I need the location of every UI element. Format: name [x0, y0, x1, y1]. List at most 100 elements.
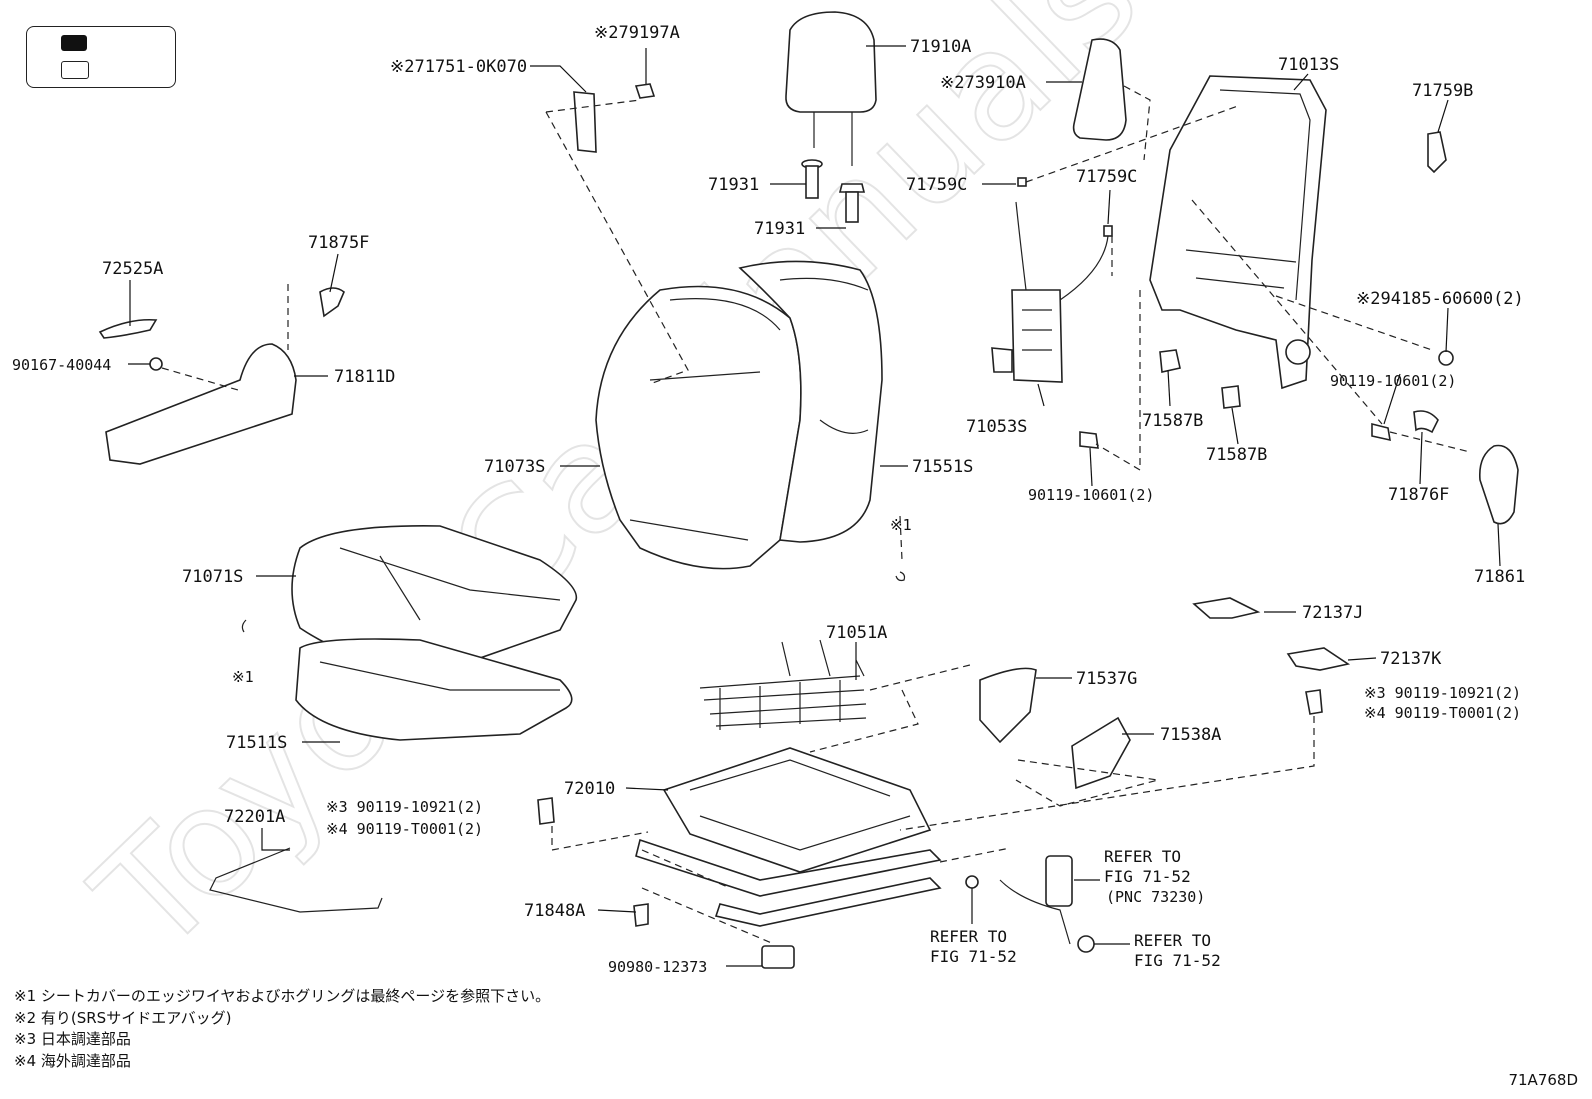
- cover-71876F[interactable]: [1413, 410, 1439, 434]
- headrest-71910A[interactable]: [785, 11, 877, 166]
- hog-ring-71551S: [895, 571, 906, 582]
- seatback-frame-71013S[interactable]: [1149, 75, 1327, 390]
- legend-filled-marker: [61, 35, 87, 51]
- label-72137J[interactable]: 72137J: [1302, 603, 1363, 623]
- label-90119-10601-center[interactable]: 90119-10601(2): [1028, 486, 1154, 504]
- label-71910A[interactable]: 71910A: [910, 37, 971, 57]
- cover-71538A[interactable]: [1071, 716, 1131, 790]
- label-71931-a[interactable]: 71931: [708, 175, 759, 195]
- bolt-71848A[interactable]: [633, 903, 649, 927]
- part-labels: ※279197A ※271751-0K070 71910A ※273910A 7…: [12, 23, 1525, 976]
- refer-2-line1[interactable]: REFER TO: [930, 927, 1007, 946]
- refer-3-line1[interactable]: REFER TO: [1134, 931, 1211, 950]
- bolt-90119-10601-right[interactable]: [1371, 422, 1391, 442]
- seatback-cover-71073S[interactable]: [595, 285, 802, 570]
- shield-71811D[interactable]: [105, 343, 297, 465]
- cover-71875F[interactable]: [319, 287, 345, 318]
- label-73910A[interactable]: ※273910A: [940, 73, 1026, 93]
- label-71759C-b[interactable]: 71759C: [1076, 167, 1137, 187]
- label-71587B-b[interactable]: 71587B: [1206, 445, 1267, 465]
- clip-71587B-b[interactable]: [1221, 385, 1241, 409]
- label-71861[interactable]: 71861: [1474, 567, 1525, 587]
- hog-ring-71071S: [241, 619, 247, 633]
- headrest-support-71931-a[interactable]: [801, 159, 823, 199]
- label-90119-T0001-right[interactable]: ※4 90119-T0001(2): [1364, 704, 1521, 722]
- clip-71759C-a[interactable]: [1017, 177, 1027, 187]
- footnote-3: ※3 日本調達部品: [14, 1030, 131, 1048]
- refer-1-line1[interactable]: REFER TO: [1104, 847, 1181, 866]
- screw-90167[interactable]: [149, 357, 163, 371]
- label-90980-12373[interactable]: 90980-12373: [608, 958, 707, 976]
- clip-71587B-a[interactable]: [1159, 349, 1181, 373]
- label-72137K[interactable]: 72137K: [1380, 649, 1442, 669]
- seatback-pad-71551S[interactable]: [738, 260, 883, 543]
- label-90119-10601-right[interactable]: 90119-10601(2): [1330, 372, 1456, 390]
- label-90119-10921-left[interactable]: ※3 90119-10921(2): [326, 798, 483, 816]
- clip-71759B[interactable]: [1427, 131, 1447, 174]
- label-71587B-a[interactable]: 71587B: [1142, 411, 1203, 431]
- airbag-bracket-71751[interactable]: [573, 91, 597, 153]
- label-71751-0K070[interactable]: ※271751-0K070: [390, 57, 527, 77]
- assembly-lines: [161, 85, 1471, 945]
- bolt-90119-10921-right[interactable]: [1305, 689, 1323, 715]
- label-72201A[interactable]: 72201A: [224, 807, 285, 827]
- bolt-90119-10921-left[interactable]: [537, 797, 555, 825]
- cushion-pad-71511S[interactable]: [295, 638, 573, 741]
- refer-2-line2[interactable]: FIG 71-52: [930, 947, 1017, 966]
- airbag-73910A[interactable]: [1072, 38, 1127, 141]
- label-72010[interactable]: 72010: [564, 779, 615, 799]
- footnote-4: ※4 海外調達部品: [14, 1051, 131, 1070]
- cover-90980-12373[interactable]: [761, 945, 795, 969]
- cover-72137K[interactable]: [1286, 647, 1351, 671]
- label-71538A[interactable]: 71538A: [1160, 725, 1221, 745]
- trim-72525A[interactable]: [98, 318, 158, 339]
- label-71759C-a[interactable]: 71759C: [906, 175, 967, 195]
- cover-72137J[interactable]: [1192, 597, 1261, 619]
- cover-71861[interactable]: [1478, 444, 1519, 525]
- cover-71537G[interactable]: [979, 667, 1037, 744]
- label-71759B[interactable]: 71759B: [1412, 81, 1473, 101]
- refer-1-line2[interactable]: FIG 71-52: [1104, 867, 1191, 886]
- label-72525A[interactable]: 72525A: [102, 259, 163, 279]
- label-71811D[interactable]: 71811D: [334, 367, 395, 387]
- bolt-90119-10601-center[interactable]: [1079, 431, 1099, 449]
- leader-lines: [128, 45, 1501, 967]
- label-71073S[interactable]: 71073S: [484, 457, 545, 477]
- legend-empty-marker: [61, 61, 89, 79]
- washer-refer-fig[interactable]: [965, 875, 979, 889]
- label-94185-60600[interactable]: ※294185-60600(2): [1356, 289, 1524, 309]
- label-71551S[interactable]: 71551S: [912, 457, 973, 477]
- label-79197A[interactable]: ※279197A: [594, 23, 680, 43]
- label-90119-T0001-left[interactable]: ※4 90119-T0001(2): [326, 820, 483, 838]
- legend-box: [26, 26, 176, 88]
- label-71537G[interactable]: 71537G: [1076, 669, 1137, 689]
- label-71931-b[interactable]: 71931: [754, 219, 805, 239]
- label-71053S[interactable]: 71053S: [966, 417, 1027, 437]
- label-71511S[interactable]: 71511S: [226, 733, 287, 753]
- clip-71759C-b[interactable]: [1103, 225, 1113, 237]
- label-71876F[interactable]: 71876F: [1388, 485, 1449, 505]
- label-note1-b: ※1: [232, 668, 254, 686]
- footnote-2: ※2 有り(SRSサイドエアバッグ): [14, 1008, 232, 1027]
- wire-72201A[interactable]: [209, 847, 383, 913]
- label-71051A[interactable]: 71051A: [826, 623, 887, 643]
- label-90167-40044[interactable]: 90167-40044: [12, 356, 111, 374]
- lumbar-support-71053S[interactable]: [991, 201, 1109, 383]
- bolt-79197A[interactable]: [634, 83, 656, 99]
- seat-belt-buckle[interactable]: [999, 855, 1095, 953]
- cushion-cover-71071S[interactable]: [291, 525, 578, 673]
- label-71848A[interactable]: 71848A: [524, 901, 585, 921]
- refer-1-line3: (PNC 73230): [1106, 888, 1205, 906]
- headrest-support-71931-b[interactable]: [838, 183, 866, 223]
- seat-spring-71051A[interactable]: [699, 639, 867, 730]
- label-90119-10921-right[interactable]: ※3 90119-10921(2): [1364, 684, 1521, 702]
- label-71875F[interactable]: 71875F: [308, 233, 369, 253]
- seat-adjuster-72010[interactable]: [635, 747, 942, 927]
- label-note1-a: ※1: [890, 516, 912, 534]
- nut-94185[interactable]: [1438, 350, 1454, 366]
- refer-3-line2[interactable]: FIG 71-52: [1134, 951, 1221, 970]
- label-71071S[interactable]: 71071S: [182, 567, 243, 587]
- label-71013S[interactable]: 71013S: [1278, 55, 1339, 75]
